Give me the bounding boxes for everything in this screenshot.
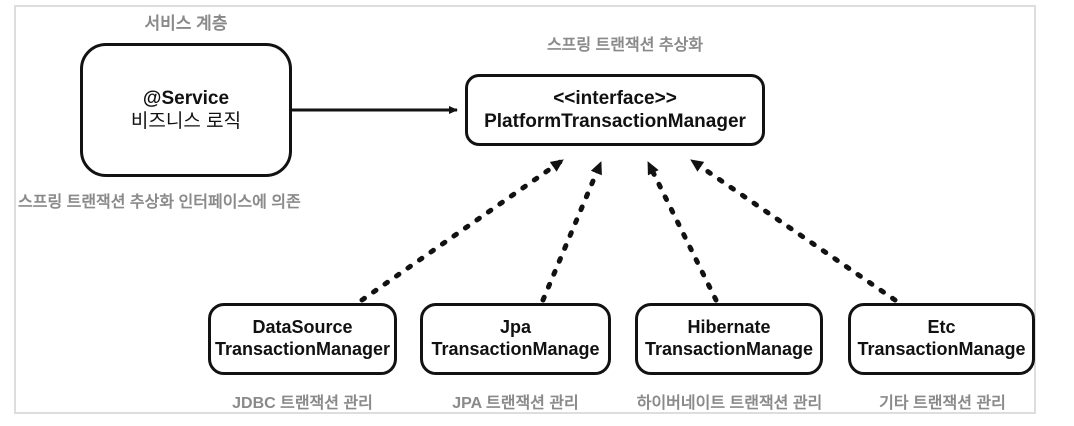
label-service-layer: 서비스 계층 (144, 14, 228, 33)
node-jpa-line2: TransactionManage (431, 339, 600, 359)
node-datasource-line2: TransactionManager (214, 339, 391, 359)
node-etc-line1: Etc (927, 317, 956, 338)
node-jpa-line1: Jpa (499, 317, 532, 338)
node-interface-name: PlatformTransactionManager (484, 111, 746, 132)
caption-jdbc-transaction-management: JDBC 트랜잭션 관리 (232, 395, 373, 412)
node-datasource-line1: DataSource (252, 317, 353, 338)
caption-hibernate-transaction-management: 하이버네이트 트랜잭션 관리 (636, 395, 823, 412)
node-interface-stereotype: <<interface>> (553, 87, 677, 109)
node-service: @Service 비즈니스 로직 (80, 43, 292, 177)
node-etc-transaction-manager: Etc TransactionManage (848, 303, 1035, 375)
node-service-annotation: @Service (142, 87, 230, 109)
node-etc-line2: TransactionManage (857, 339, 1026, 359)
node-hibernate-line2: TransactionManage (644, 339, 814, 359)
node-datasource-transaction-manager: DataSource TransactionManager (208, 303, 397, 375)
node-platform-transaction-manager: <<interface>> PlatformTransactionManager (465, 74, 765, 146)
label-spring-transaction-abstraction: 스프링 트랜잭션 추상화 (546, 37, 704, 54)
node-hibernate-transaction-manager: Hibernate TransactionManage (635, 303, 823, 375)
caption-jpa-transaction-management: JPA 트랜잭션 관리 (452, 395, 579, 412)
node-hibernate-line1: Hibernate (687, 317, 771, 338)
node-jpa-transaction-manager: Jpa TransactionManage (420, 303, 611, 375)
caption-etc-transaction-management: 기타 트랜잭션 관리 (879, 395, 1006, 412)
node-service-description: 비즈니스 로직 (130, 111, 242, 132)
label-depends-on-abstraction: 스프링 트랜잭션 추상화 인터페이스에 의존 (18, 194, 301, 211)
